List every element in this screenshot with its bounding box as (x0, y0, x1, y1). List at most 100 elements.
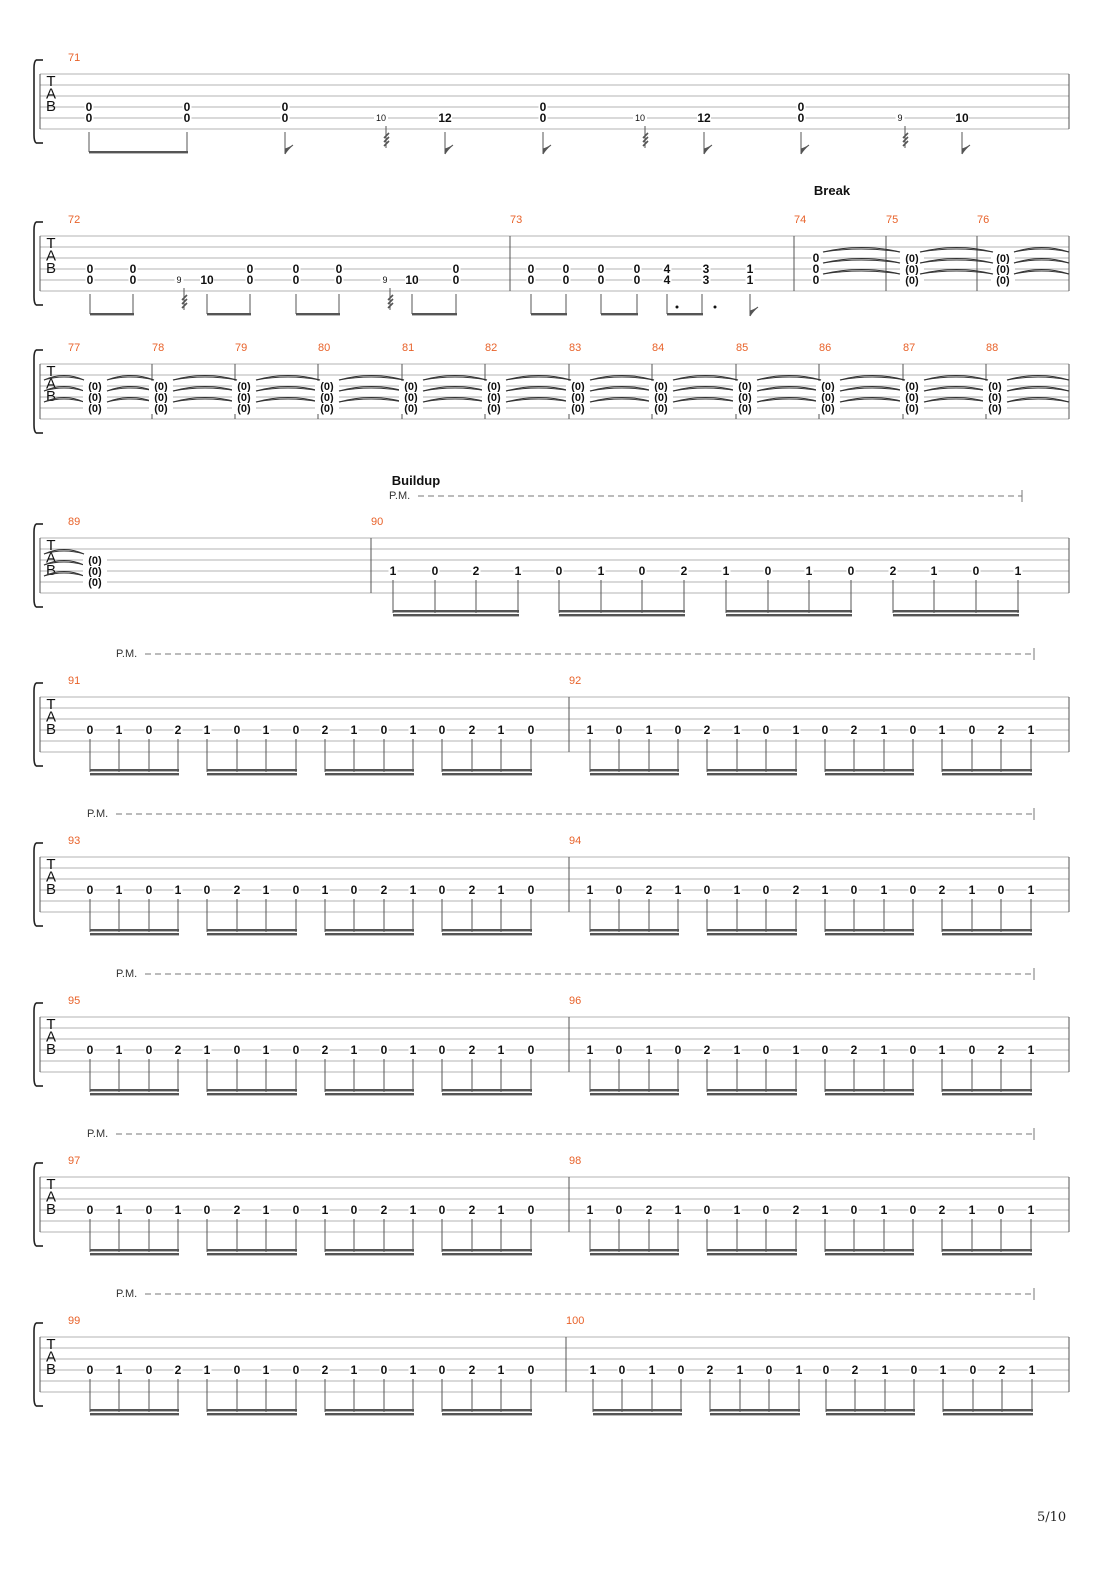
note-background (996, 885, 1006, 896)
note-background (846, 566, 856, 577)
tab-clef-letter: T (46, 235, 55, 252)
note-background (315, 381, 339, 392)
grace-flag (383, 140, 390, 147)
note-background (811, 253, 821, 264)
note-background (144, 1365, 154, 1376)
fret-number: 0 (146, 723, 153, 737)
note-beam (325, 933, 414, 936)
tie-arc (422, 387, 488, 392)
bar-number: 72 (68, 214, 80, 226)
note-beam (207, 313, 251, 316)
fret-number: 0 (911, 1363, 918, 1377)
note-background (585, 725, 595, 736)
note-background (526, 885, 536, 896)
fret-number: 2 (852, 1363, 859, 1377)
note-background (232, 885, 242, 896)
fret-number: 0 (381, 1363, 388, 1377)
tied-note: (0) (88, 403, 102, 415)
fret-number: 0 (293, 262, 300, 276)
tie-arc (106, 396, 155, 403)
note-background (702, 1045, 712, 1056)
note-background (996, 1205, 1006, 1216)
note-background (399, 392, 423, 403)
note-beam (942, 1253, 1032, 1256)
note-background (850, 1365, 860, 1376)
fret-number: 1 (881, 1203, 888, 1217)
note-background (968, 1365, 978, 1376)
system-bracket (33, 1162, 37, 1247)
tied-note: (0) (738, 403, 752, 415)
note-background (437, 1365, 447, 1376)
note-background (291, 264, 301, 275)
note-background (388, 566, 398, 577)
note-beam (943, 1413, 1033, 1416)
fret-number: 1 (410, 1043, 417, 1057)
grace-flag (181, 294, 188, 301)
note-background (1026, 885, 1036, 896)
tie-arc (255, 398, 321, 403)
tie-arc (106, 376, 155, 381)
tied-note: (0) (237, 403, 251, 415)
fret-number: 1 (969, 883, 976, 897)
fret-number: 2 (646, 1203, 653, 1217)
system-bracket (33, 221, 37, 306)
fret-number: 0 (675, 1043, 682, 1057)
fret-number: 0 (973, 564, 980, 578)
note-beam (442, 1409, 532, 1412)
fret-number: 0 (247, 273, 254, 287)
fret-number: 0 (130, 273, 137, 287)
tab-clef-letter: A (46, 86, 56, 103)
fret-number: 2 (704, 723, 711, 737)
fret-number: 3 (703, 262, 710, 276)
bar-number: 81 (402, 342, 414, 354)
note-background (467, 1205, 477, 1216)
fret-number: 3 (703, 273, 710, 287)
tie-arc (589, 387, 655, 392)
note-beam (325, 1253, 414, 1256)
note-background (588, 1365, 598, 1376)
fret-number: 10 (955, 111, 969, 125)
fret-number: 1 (116, 1043, 123, 1057)
tie-arc (839, 387, 906, 392)
note-background (649, 403, 673, 414)
fret-number: 0 (969, 1043, 976, 1057)
fret-number: 2 (322, 1043, 329, 1057)
note-background (467, 1045, 477, 1056)
fret-number: 0 (87, 883, 94, 897)
fret-number: 2 (646, 883, 653, 897)
bar-number: 78 (152, 342, 164, 354)
note-background (554, 566, 564, 577)
palm-mute-label: P.M. (116, 1288, 137, 1300)
note-beam (601, 313, 638, 316)
note-background (996, 725, 1006, 736)
tied-note: (0) (154, 381, 168, 393)
tied-note: (0) (905, 253, 919, 265)
note-background (637, 566, 647, 577)
tied-note: (0) (404, 392, 418, 404)
note-background (291, 275, 301, 286)
note-background (585, 1045, 595, 1056)
note-background (315, 392, 339, 403)
tab-clef-letter: A (46, 376, 56, 393)
note-background (649, 381, 673, 392)
fret-number: 0 (453, 273, 460, 287)
note-beam (590, 1089, 679, 1092)
bar-number: 98 (569, 1155, 581, 1167)
fret-number: 1 (822, 1203, 829, 1217)
fret-number: 2 (851, 723, 858, 737)
tied-note: (0) (88, 392, 102, 404)
grace-flag (642, 140, 649, 147)
fret-number: 2 (473, 564, 480, 578)
fret-number: 2 (469, 883, 476, 897)
fret-number: 0 (351, 883, 358, 897)
note-background (908, 1045, 918, 1056)
note-beam (412, 313, 457, 316)
tied-note: (0) (821, 403, 835, 415)
fret-number: 0 (293, 1043, 300, 1057)
note-background (644, 885, 654, 896)
fret-number: 0 (336, 262, 343, 276)
bar-number: 93 (68, 835, 80, 847)
fret-number: 0 (293, 723, 300, 737)
note-background (649, 392, 673, 403)
